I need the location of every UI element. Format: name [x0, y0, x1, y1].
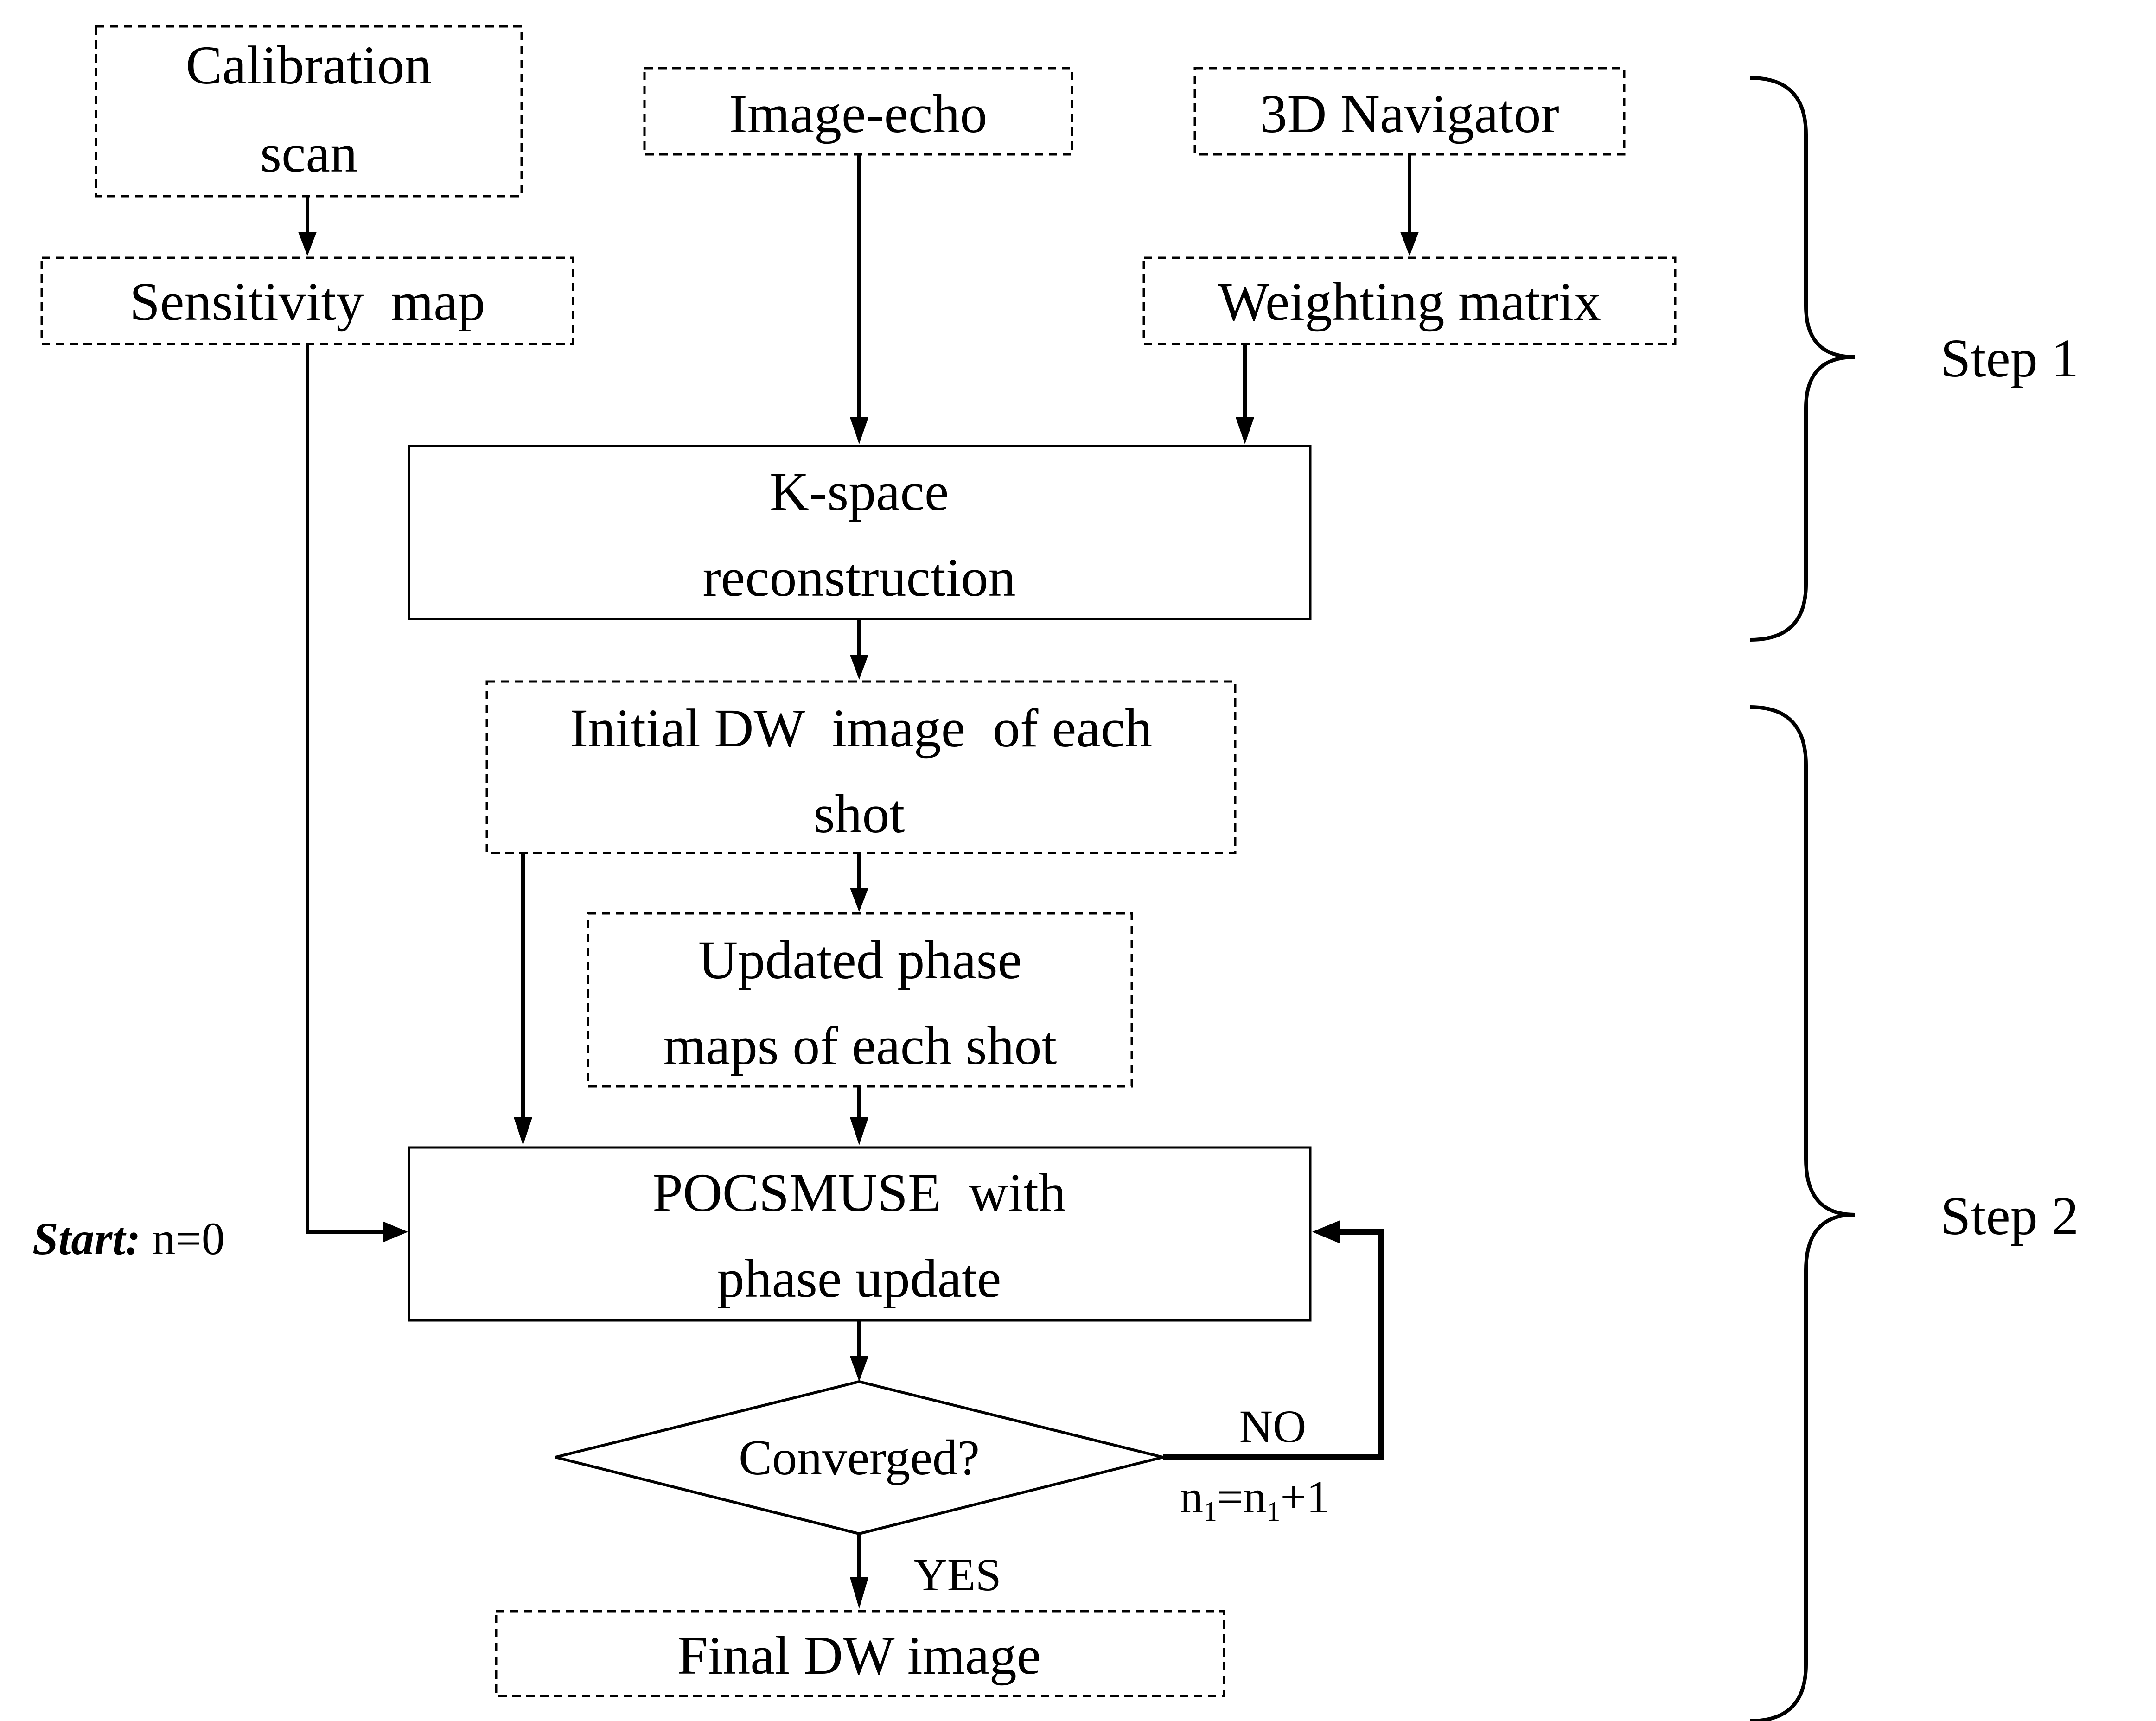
increment-label: n1=n1+1	[1180, 1471, 1330, 1527]
inc-n: n	[1180, 1471, 1203, 1523]
converged-label: Converged?	[739, 1430, 980, 1485]
step2-brace-icon	[1750, 705, 1855, 1721]
start-label: Start: n=0	[32, 1213, 225, 1264]
node-image-echo: Image-echo	[643, 67, 1073, 156]
weighting-matrix-label: Weighting matrix	[1218, 271, 1601, 332]
step1-brace-icon	[1750, 76, 1855, 642]
3d-navigator-label: 3D Navigator	[1260, 83, 1559, 144]
connectors	[298, 154, 1419, 1609]
step2-label: Step 2	[1940, 1186, 2079, 1246]
final-dw-label: Final DW image	[677, 1625, 1041, 1686]
arrowhead	[1400, 232, 1419, 256]
inc-eq: =n	[1217, 1471, 1266, 1523]
node-weighting-matrix: Weighting matrix	[1142, 256, 1677, 345]
start-value: n=0	[140, 1213, 224, 1264]
arrowhead	[1312, 1220, 1340, 1243]
updated-phase-line1: Updated phase	[698, 930, 1022, 990]
arrowhead	[514, 1117, 532, 1145]
node-converged-decision: Converged?	[555, 1380, 1163, 1536]
pocsmuse-line1: POCSMUSE with	[652, 1162, 1066, 1223]
start-bold: Start:	[32, 1213, 140, 1264]
kspace-line2: reconstruction	[703, 547, 1016, 608]
node-pocsmuse: POCSMUSE with phase update	[408, 1146, 1312, 1322]
arrowhead	[850, 1577, 868, 1609]
kspace-line1: K-space	[770, 461, 949, 522]
calibration-scan-line1: Calibration	[186, 35, 432, 96]
pocsmuse-line2: phase update	[717, 1248, 1001, 1309]
sensitivity-map-label: Sensitivity map	[130, 271, 485, 332]
node-kspace-reconstruction: K-space reconstruction	[408, 445, 1312, 620]
arrowhead	[850, 655, 868, 680]
arrowhead	[850, 1117, 868, 1145]
node-final-dw-image: Final DW image	[495, 1610, 1225, 1697]
node-initial-dw-image: Initial DW image of each shot	[485, 680, 1237, 854]
calibration-scan-line2: scan	[260, 123, 357, 184]
arrowhead	[850, 1356, 868, 1382]
image-echo-label: Image-echo	[729, 83, 988, 144]
arrowhead	[850, 417, 868, 444]
node-3d-navigator: 3D Navigator	[1193, 67, 1626, 156]
arrowhead	[298, 232, 317, 256]
updated-phase-line2: maps of each shot	[663, 1015, 1057, 1076]
yes-label: YES	[914, 1549, 1001, 1600]
node-updated-phase-maps: Updated phase maps of each shot	[587, 912, 1133, 1088]
step1-label: Step 1	[1940, 328, 2079, 389]
arrowhead	[1236, 417, 1254, 444]
initial-dw-line2: shot	[814, 784, 905, 844]
inc-sub2: 1	[1266, 1496, 1280, 1527]
inc-sub: 1	[1203, 1496, 1217, 1527]
inc-plus: +1	[1280, 1471, 1329, 1523]
arrow-converged-no-loop	[1163, 1229, 1384, 1460]
node-sensitivity-map: Sensitivity map	[40, 256, 574, 345]
initial-dw-line1: Initial DW image of each	[570, 698, 1152, 759]
node-calibration-scan: Calibration scan	[95, 25, 523, 198]
arrowhead	[383, 1221, 408, 1243]
arrowhead	[850, 888, 868, 912]
arrow-sensitivity-to-pocsmuse	[306, 344, 387, 1234]
no-label: NO	[1239, 1401, 1306, 1452]
